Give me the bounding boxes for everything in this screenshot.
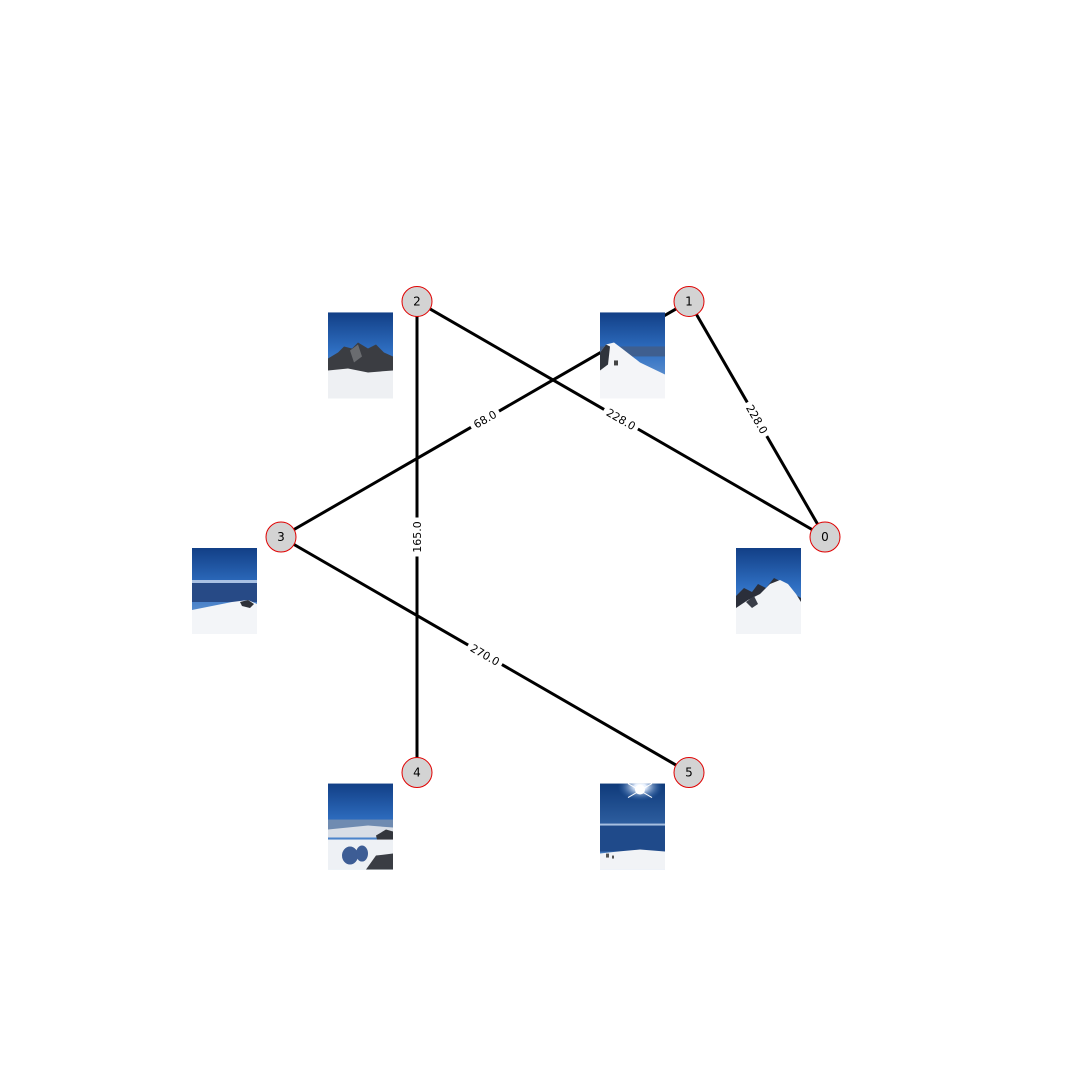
- edge-weight-label: 270.0: [464, 638, 506, 672]
- node-circle: [809, 521, 841, 553]
- node-circle: [401, 285, 433, 317]
- edge-2-4: 165.0: [409, 301, 425, 773]
- edge-weight-label: 68.0: [466, 404, 504, 435]
- node-label: 1: [685, 294, 693, 308]
- node-circle: [673, 285, 705, 317]
- edge-weight-label: 228.0: [740, 398, 774, 441]
- node-0: 0: [809, 521, 841, 553]
- node-label: 5: [685, 766, 693, 780]
- node-2: 2: [401, 285, 433, 317]
- node-circle: [401, 757, 433, 789]
- rocky-peak-photo: [328, 312, 393, 399]
- sea-horizon-snow-photo: [192, 548, 257, 634]
- node-label: 2: [413, 294, 421, 308]
- node-label: 0: [821, 530, 829, 544]
- node-1: 1: [673, 285, 705, 317]
- node-3: 3: [265, 521, 297, 553]
- node-circle: [673, 757, 705, 789]
- snow-slope-photo: [600, 312, 665, 399]
- node-label: 4: [413, 766, 421, 780]
- node-4: 4: [401, 757, 433, 789]
- edge-weight-text: 165.0: [411, 521, 424, 553]
- climber-shadow-photo: [328, 783, 393, 870]
- edge-3-5: 270.0: [280, 535, 690, 774]
- sun-over-sea-photo: [600, 783, 665, 870]
- node-circle: [265, 521, 297, 553]
- node-label: 3: [277, 530, 285, 544]
- edge-0-1: 228.0: [687, 300, 827, 538]
- snowy-ridge-photo: [736, 548, 801, 634]
- edge-weight-label: 165.0: [409, 517, 425, 557]
- node-5: 5: [673, 757, 705, 789]
- edge-weight-label: 228.0: [600, 402, 642, 436]
